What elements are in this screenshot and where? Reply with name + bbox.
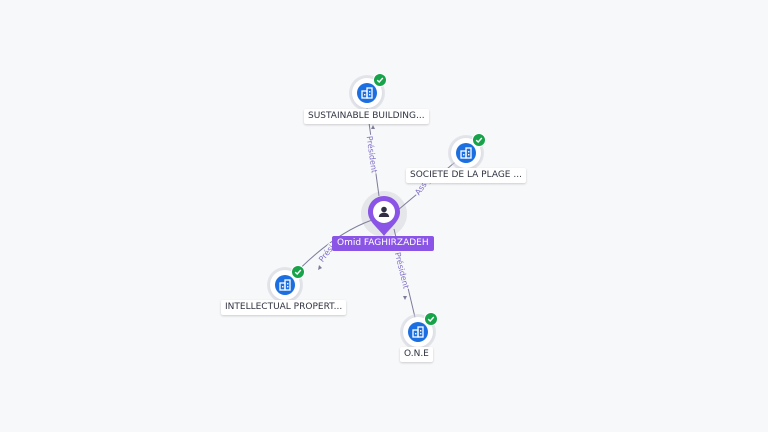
company-label-intellectual-property[interactable]: INTELLECTUAL PROPERT... <box>221 300 347 315</box>
check-icon <box>291 265 305 279</box>
building-icon <box>456 143 476 163</box>
person-name-label[interactable]: Omid FAGHIRZADEH <box>332 236 434 251</box>
person-icon <box>378 206 390 217</box>
edge-arrow-intellectual-property <box>318 265 322 270</box>
company-label-one[interactable]: O.N.E <box>400 347 433 362</box>
company-node-one[interactable] <box>403 312 438 347</box>
company-label-societe-plage[interactable]: SOCIETE DE LA PLAGE ... <box>406 168 526 183</box>
check-icon <box>373 73 387 87</box>
building-icon <box>357 83 377 103</box>
building-icon <box>408 322 428 342</box>
company-node-societe-plage[interactable] <box>451 133 486 168</box>
check-icon <box>472 133 486 147</box>
company-node-sustainable-building[interactable] <box>352 73 387 108</box>
edge-arrow-sustainable-building <box>371 125 375 129</box>
person-node[interactable] <box>366 194 402 238</box>
company-label-sustainable-building[interactable]: SUSTAINABLE BUILDING... <box>304 109 429 124</box>
edge-arrow-one <box>403 296 407 300</box>
check-icon <box>424 312 438 326</box>
company-node-intellectual-property[interactable] <box>270 265 305 300</box>
building-icon <box>275 275 295 295</box>
